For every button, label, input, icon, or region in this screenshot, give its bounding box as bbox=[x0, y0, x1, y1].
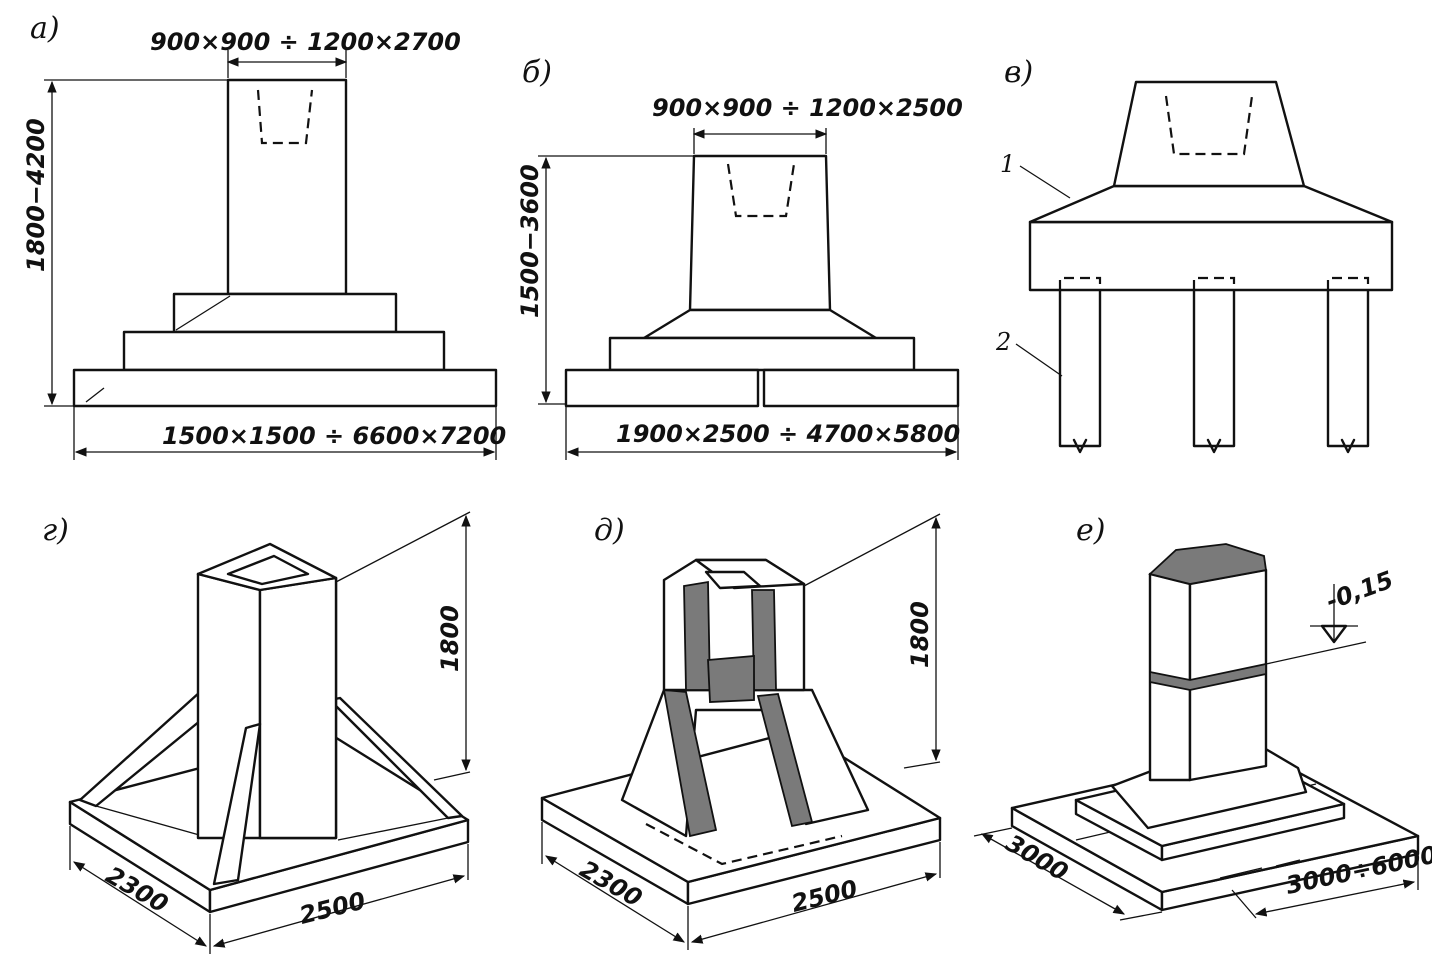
panel-d-letter: д) bbox=[594, 513, 625, 548]
panel-g-letter: г) bbox=[42, 513, 69, 548]
panel-v-glass bbox=[1112, 80, 1306, 188]
panel-v-leader-1 bbox=[1019, 165, 1071, 199]
panel-g: г) 1800 2300 2500 bbox=[42, 511, 471, 954]
panel-b-slope bbox=[642, 308, 878, 340]
panel-b-height-dim: 1500−3600 bbox=[516, 164, 544, 318]
panel-b-column bbox=[688, 154, 832, 312]
panel-v-callout-1: 1 bbox=[1000, 150, 1015, 178]
panel-d-wall-right bbox=[751, 589, 777, 691]
panel-d-wall-left bbox=[683, 580, 711, 691]
panel-d-section-right bbox=[756, 693, 814, 828]
panel-v-leader-2 bbox=[1015, 343, 1063, 377]
panel-d: д) 1800 2300 2500 bbox=[540, 513, 942, 950]
panel-d-section-left bbox=[662, 688, 718, 838]
panel-a-letter: а) bbox=[30, 11, 60, 46]
panel-b: б) 900×900 ÷ 1200×2500 1500−3600 1900×25… bbox=[516, 55, 963, 460]
panel-v-pile-1 bbox=[1058, 276, 1102, 448]
panel-v-pile-cap bbox=[1028, 220, 1394, 292]
panel-d-bottom-fill bbox=[707, 655, 755, 703]
panel-b-base-right bbox=[762, 368, 960, 408]
panel-e-joint bbox=[1149, 662, 1267, 691]
panel-e-level-mark: -0,15 bbox=[1322, 566, 1397, 616]
panel-b-socket bbox=[726, 163, 796, 218]
panel-v: в) 1 2 bbox=[995, 55, 1394, 454]
panel-b-base-dim: 1900×2500 ÷ 4700×5800 bbox=[616, 420, 960, 448]
panel-b-letter: б) bbox=[522, 55, 552, 90]
panel-g-column-hole bbox=[226, 554, 310, 586]
panel-d-height-dim: 1800 bbox=[906, 601, 934, 668]
panel-g-column-front bbox=[258, 576, 338, 840]
panel-d-length-dim: 2500 bbox=[789, 874, 861, 917]
panel-e-level-line bbox=[1265, 641, 1367, 665]
panel-a-step-3 bbox=[72, 368, 498, 408]
panel-g-length-dim: 2500 bbox=[297, 886, 369, 929]
panel-b-slab bbox=[608, 336, 916, 372]
panel-b-top-dim: 900×900 ÷ 1200×2500 bbox=[652, 94, 963, 122]
panel-v-letter: в) bbox=[1004, 55, 1033, 90]
panel-a: а) 900×900 ÷ 1200×2700 1800−4200 1500×15… bbox=[22, 11, 506, 460]
panel-a-step-1 bbox=[172, 292, 398, 334]
panel-e: е) -0,15 3000 3000÷6000 bbox=[973, 513, 1432, 921]
panel-e-letter: е) bbox=[1076, 513, 1105, 548]
panel-v-pile-2 bbox=[1192, 276, 1236, 448]
panel-a-base-dim: 1500×1500 ÷ 6600×7200 bbox=[162, 422, 506, 450]
panel-v-pile-3 bbox=[1326, 276, 1370, 448]
panel-b-base-left bbox=[564, 368, 760, 408]
panel-a-top-dim: 900×900 ÷ 1200×2700 bbox=[150, 28, 461, 56]
panel-v-callout-2: 2 bbox=[995, 328, 1011, 356]
panel-e-column-break bbox=[1148, 543, 1268, 585]
panel-a-column bbox=[226, 78, 348, 296]
panel-a-height-dim: 1800−4200 bbox=[22, 118, 50, 272]
panel-a-step-2 bbox=[122, 330, 446, 372]
panel-g-height-dim: 1800 bbox=[436, 605, 464, 672]
panel-v-slope bbox=[1028, 184, 1394, 224]
